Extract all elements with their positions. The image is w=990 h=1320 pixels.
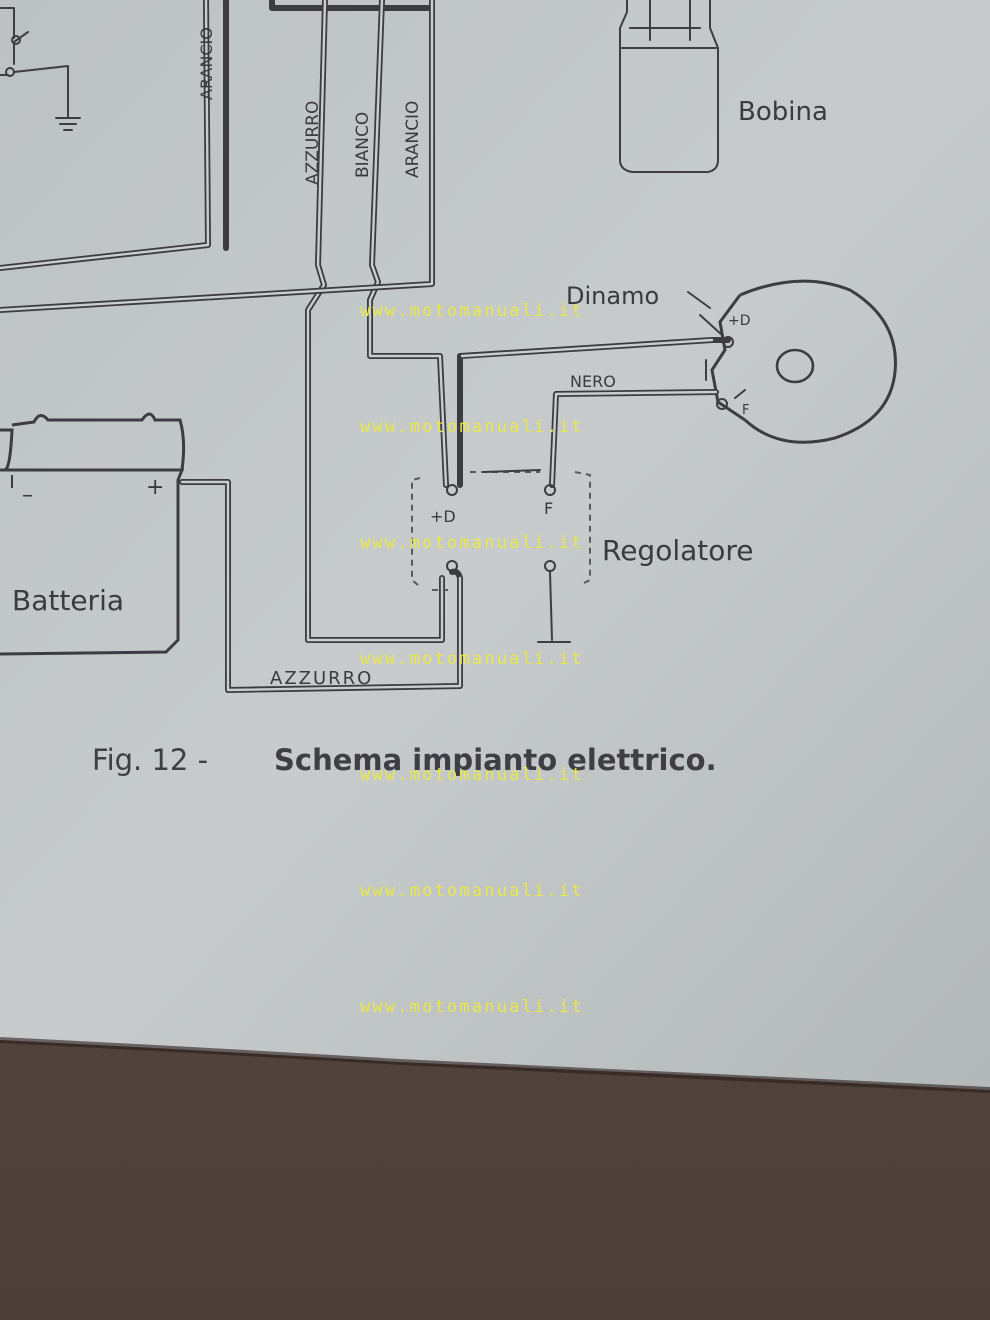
label-bobina: Bobina [738,97,828,127]
batteria-battery [0,412,186,656]
dinamo-generator [687,279,897,444]
label-battery-plus: + [146,475,164,500]
watermark: www.motomanuali.it [360,765,584,785]
label-battery-minus: – [22,483,33,508]
label-dyn-terminal-f: F [742,403,749,418]
wire-arancio-left [0,0,229,271]
watermark: www.motomanuali.it [360,301,584,321]
watermark: www.motomanuali.it [360,533,584,553]
watermark: www.motomanuali.it [360,997,584,1017]
watermark: www.motomanuali.it [360,417,584,437]
label-batteria: Batteria [12,584,124,617]
wire-azzurro-bottom [179,479,463,693]
label-regolatore: Regolatore [602,534,754,567]
label-dinamo: Dinamo [566,282,659,310]
wire-nero [549,389,719,488]
regolatore-box [411,469,591,643]
caption-title: Schema impianto elettrico. [274,743,717,777]
caption-fig-number: Fig. 12 - [92,743,208,777]
bobina-coil [619,0,719,173]
watermark-group: www.motomanuali.it www.motomanuali.it ww… [360,301,584,1017]
wire-top [269,0,433,11]
label-arancio-left: ARANCIO [197,27,216,100]
label-nero: NERO [570,372,616,391]
wire-bundle [0,0,731,643]
paper-sheet [0,0,990,1090]
label-reg-terminal-d: +D [430,507,456,526]
label-azzurro-vertical: AZZURRO [303,101,323,185]
label-azzurro-bottom: AZZURRO [270,668,373,689]
label-dyn-terminal-d: +D [728,313,751,329]
label-bianco: BIANCO [353,112,373,178]
watermark: www.motomanuali.it [360,649,584,669]
switch-symbol [0,7,81,131]
label-arancio-right: ARANCIO [403,101,423,178]
label-reg-terminal-f: F [544,499,553,518]
watermark: www.motomanuali.it [360,881,584,901]
